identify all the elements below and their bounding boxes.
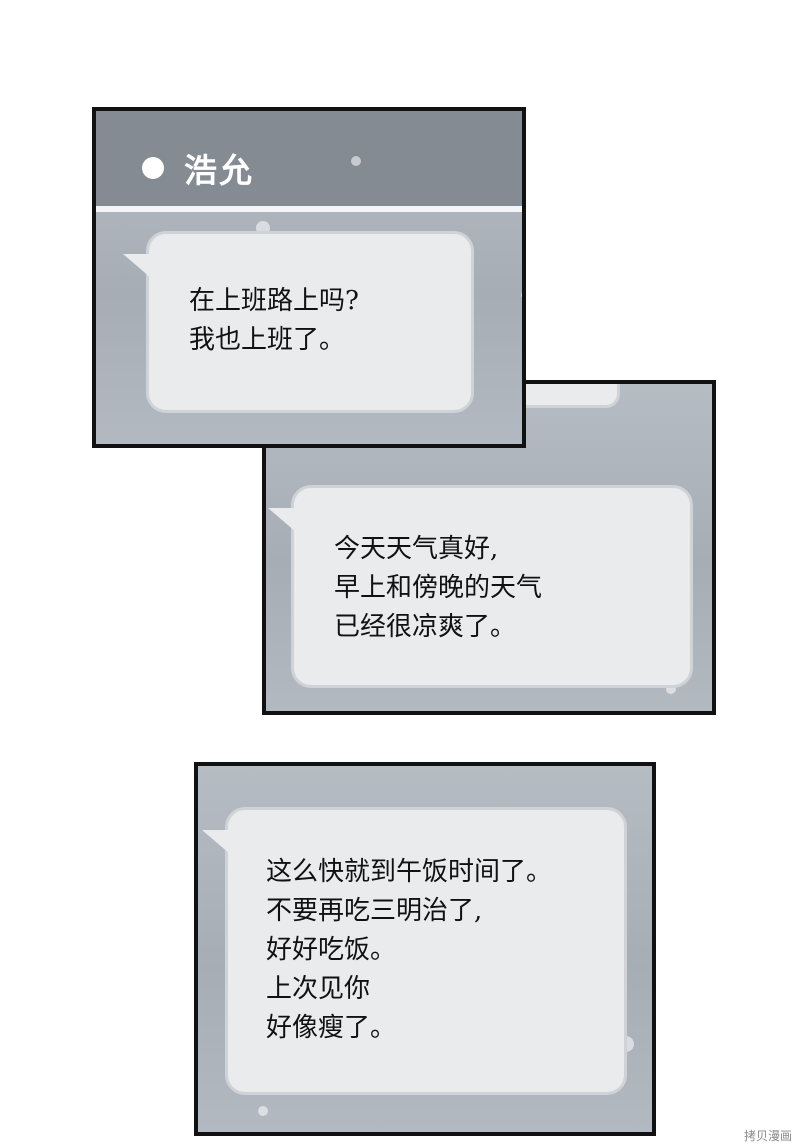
sparkle-decoration	[351, 156, 361, 166]
message-2-line-1: 今天天气真好,	[334, 534, 499, 564]
contact-name: 浩允	[184, 151, 254, 190]
bubble-tail	[123, 254, 151, 278]
message-3-line-5: 好像瘦了。	[266, 1013, 397, 1043]
bubble-tail	[202, 830, 230, 854]
message-3-line-1: 这么快就到午饭时间了。	[266, 857, 553, 887]
bubble-tail	[268, 508, 296, 532]
message-3-line-4: 上次见你	[266, 974, 371, 1004]
watermark: 拷贝漫画	[743, 1129, 792, 1143]
message-3-line-3: 好好吃饭。	[266, 935, 397, 965]
sparkle-decoration	[521, 291, 522, 299]
message-2-line-3: 已经很凉爽了。	[334, 612, 517, 642]
chat-panel-3: 这么快就到午饭时间了。 不要再吃三明治了, 好好吃饭。 上次见你 好像瘦了。	[194, 762, 656, 1136]
message-bubble-2: 今天天气真好, 早上和傍晚的天气 已经很凉爽了。	[268, 485, 693, 688]
message-2-line-2: 早上和傍晚的天气	[334, 573, 543, 603]
message-bubble-3: 这么快就到午饭时间了。 不要再吃三明治了, 好好吃饭。 上次见你 好像瘦了。	[202, 807, 627, 1095]
message-bubble-1: 在上班路上吗? 我也上班了。	[123, 231, 474, 413]
chat-header: 浩允	[96, 111, 522, 212]
message-3-line-2: 不要再吃三明治了,	[266, 896, 483, 926]
message-1-line-2: 我也上班了。	[189, 325, 346, 355]
sparkle-decoration	[258, 1106, 268, 1116]
online-status-icon	[142, 157, 164, 179]
chat-panel-1: 浩允 在上班路上吗? 我也上班了。	[92, 107, 526, 448]
sparkle-decoration	[666, 684, 676, 694]
message-1-line-1: 在上班路上吗?	[189, 286, 359, 316]
